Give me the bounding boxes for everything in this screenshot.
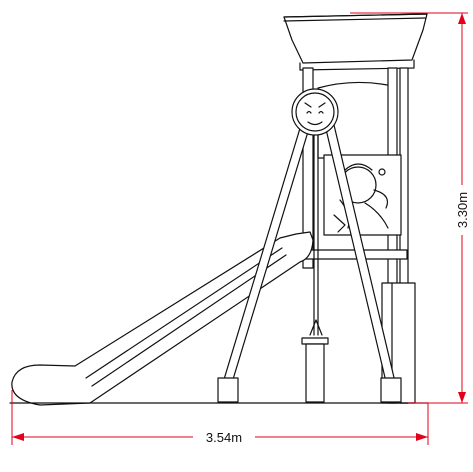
a-frame-legs [217, 124, 402, 403]
width-dimension [11, 390, 429, 445]
height-dimension-label: 3.30m [455, 192, 470, 228]
slide [11, 231, 314, 406]
height-dimension [350, 12, 471, 404]
width-dimension-label: 3.54m [206, 430, 242, 445]
climbing-rope [301, 119, 329, 403]
roof-canopy [283, 13, 428, 71]
face-panel-icon [291, 88, 339, 136]
